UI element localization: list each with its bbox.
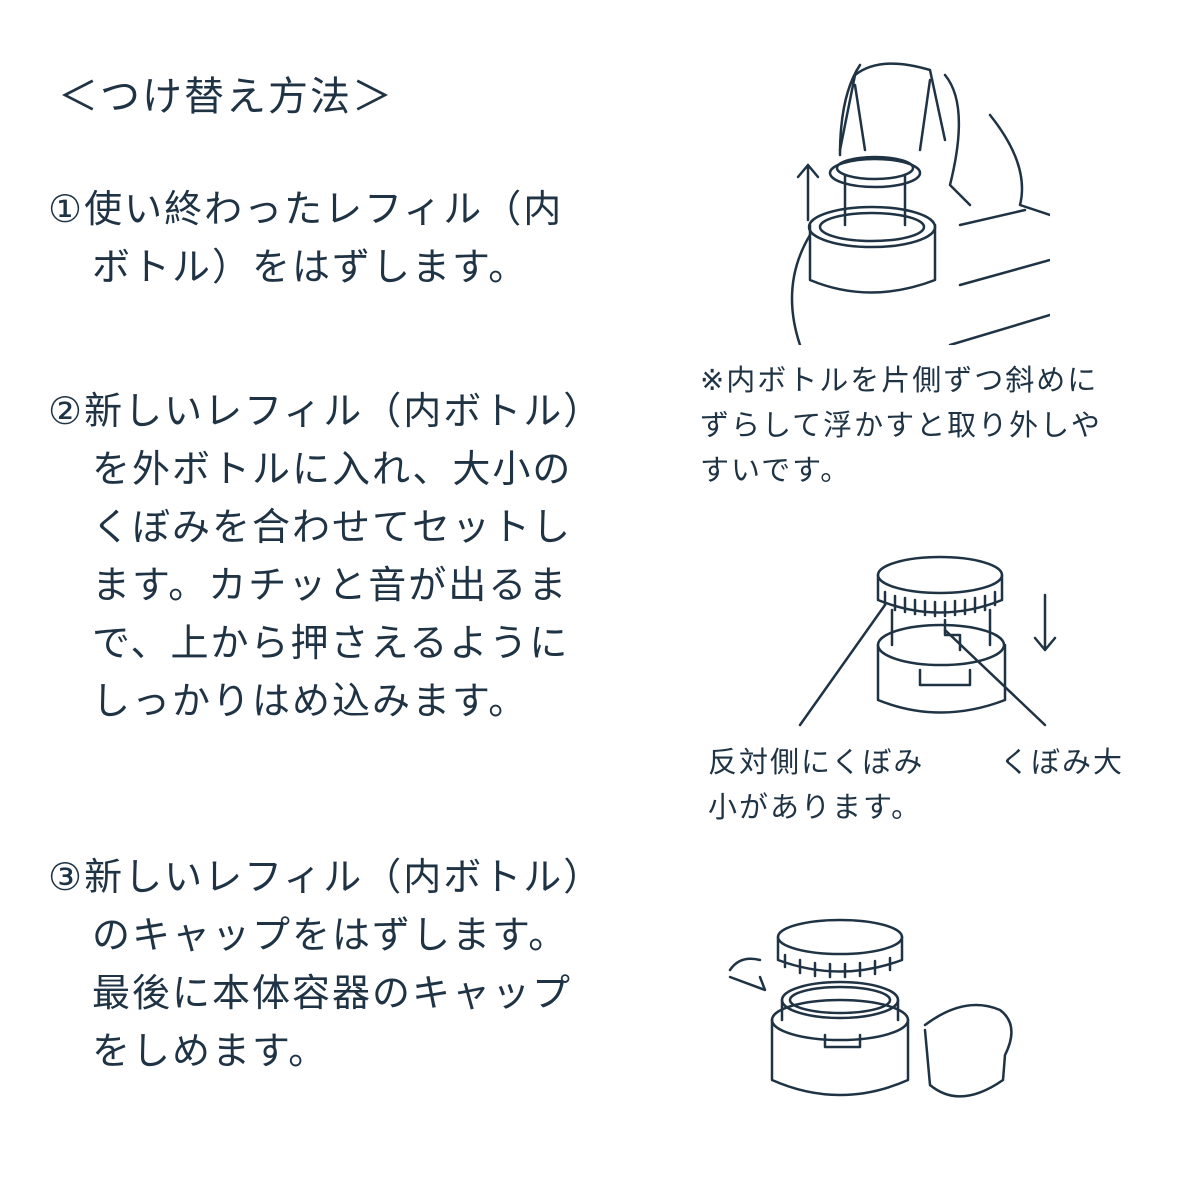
- arrow-up-icon: [796, 163, 820, 222]
- step-line: ②新しいレフィル（内ボトル）: [48, 389, 604, 433]
- step-2: ②新しいレフィル（内ボトル） を外ボトルに入れ、大小の くぼみを合わせてセットし…: [48, 382, 603, 730]
- step-line: 最後に本体容器のキャップ: [92, 971, 573, 1015]
- cap-removal-illustration: [728, 918, 1013, 1098]
- step-line: ①使い終わったレフィル（内: [48, 187, 564, 231]
- small-notch-note: 反対側にくぼみ 小があります。: [708, 740, 924, 830]
- remove-tip-note: ※内ボトルを片側ずつ斜めに ずらして浮かすと取り外しや すいです。: [700, 358, 1102, 493]
- step-1: ①使い終わったレフィル（内 ボトル）をはずします。: [48, 180, 563, 296]
- step-line: を外ボトルに入れ、大小の: [92, 447, 573, 491]
- step-line: しっかりはめ込みます。: [92, 679, 529, 723]
- note-line: ずらして浮かすと取り外しや: [700, 408, 1102, 442]
- step-3: ③新しいレフィル（内ボトル） のキャップをはずします。 最後に本体容器のキャップ…: [48, 848, 603, 1080]
- note-line: ※内ボトルを片側ずつ斜めに: [700, 363, 1099, 397]
- remove-refill-illustration: [790, 62, 1050, 345]
- step-line: で、上から押さえるように: [92, 621, 570, 665]
- note-line: 小があります。: [708, 790, 923, 824]
- step-line: のキャップをはずします。: [92, 913, 569, 957]
- step-line: ③新しいレフィル（内ボトル）: [48, 855, 604, 899]
- rotate-arrow-icon: [728, 957, 767, 992]
- page-title: ＜つけ替え方法＞: [58, 74, 394, 120]
- arrow-down-icon: [1033, 593, 1057, 652]
- large-notch-label: くぼみ大: [1000, 740, 1124, 785]
- note-line: くぼみ大: [1000, 745, 1125, 779]
- step-line: ボトル）をはずします。: [92, 245, 529, 289]
- step-line: ます。カチッと音が出るま: [92, 563, 569, 607]
- note-line: 反対側にくぼみ: [708, 745, 925, 779]
- insert-refill-illustration: [798, 555, 1057, 727]
- step-line: をしめます。: [92, 1029, 329, 1073]
- step-line: くぼみを合わせてセットし: [92, 505, 573, 549]
- note-line: すいです。: [700, 453, 852, 487]
